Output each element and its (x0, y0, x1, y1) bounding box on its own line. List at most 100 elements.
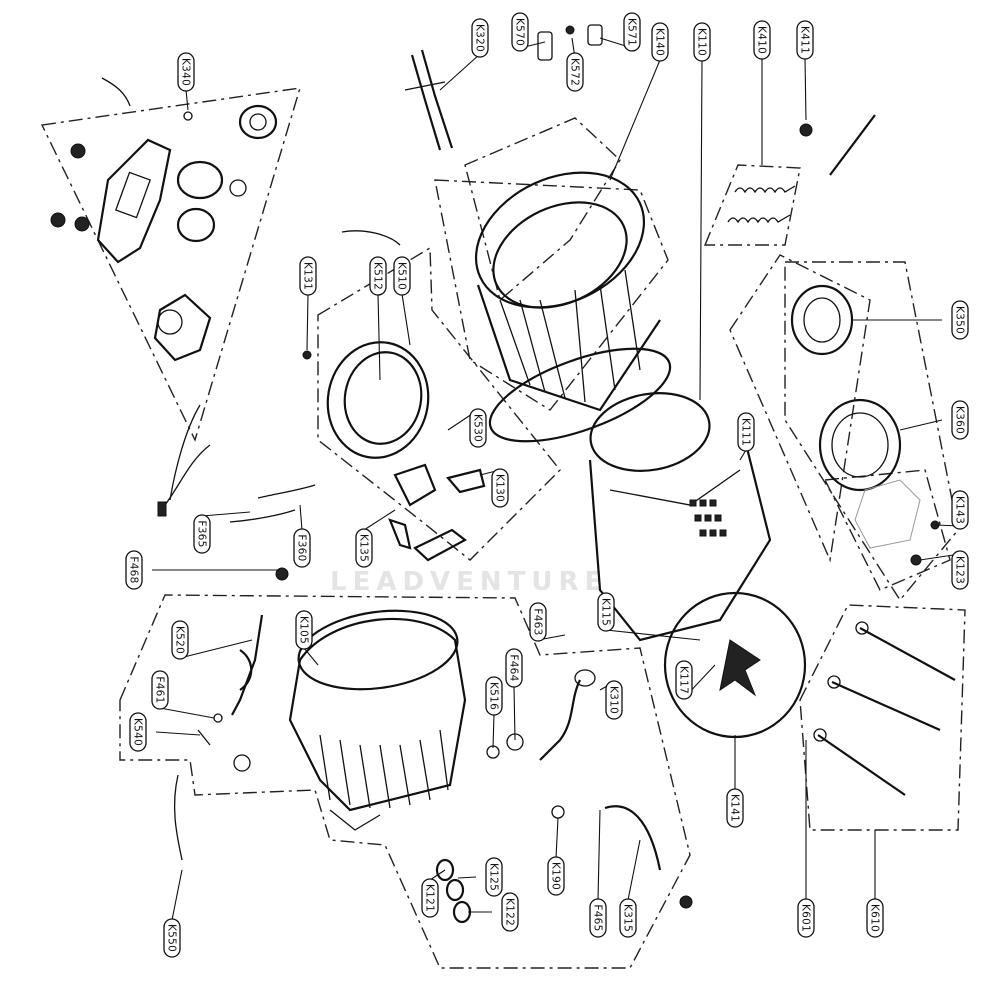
part-label: K141 (729, 794, 741, 822)
part-tag (797, 898, 815, 938)
leader-line (439, 53, 481, 91)
callout-k141: K141 (726, 735, 744, 828)
part-label: K350 (954, 306, 966, 334)
leader-line (597, 809, 601, 901)
leader-line (299, 504, 303, 531)
part-label: K550 (166, 924, 178, 952)
leader-line (306, 293, 309, 351)
leader-line (513, 685, 516, 741)
pump-assembly (50, 77, 278, 517)
part-label: K125 (488, 863, 500, 891)
callout-f365: F365 (193, 511, 251, 554)
part-label: K110 (696, 28, 708, 56)
callout-k122: K122 (468, 892, 519, 932)
part-tag (471, 18, 489, 58)
leader-line (185, 89, 189, 111)
callout-k125: K125 (457, 857, 503, 897)
part-tag (469, 408, 487, 448)
seal-rings (435, 858, 472, 924)
callout-k130: K130 (479, 468, 509, 508)
part-tag (737, 412, 755, 452)
part-label: K140 (654, 28, 666, 56)
callout-k530: K530 (447, 408, 487, 448)
part-tag (295, 610, 313, 650)
callout-k117: K117 (675, 660, 716, 700)
hoses-and-bellows (173, 567, 693, 909)
leader-line (377, 293, 381, 381)
part-label: K310 (608, 686, 620, 714)
part-label: K520 (174, 626, 186, 654)
leader-line (739, 449, 747, 461)
leader-line (201, 511, 251, 517)
callout-k110: K110 (693, 22, 711, 401)
part-tag (951, 400, 969, 440)
part-label: K530 (472, 414, 484, 442)
part-tag (299, 256, 317, 296)
shock-absorbers (813, 621, 956, 796)
part-tag (597, 592, 615, 632)
leader-line (159, 707, 215, 719)
callout-k115: K115 (597, 592, 701, 641)
leader-line (605, 629, 701, 641)
pulley-and-motor (790, 284, 940, 566)
part-label: K410 (756, 26, 768, 54)
leader-line (363, 509, 396, 531)
callout-k310: K310 (599, 680, 623, 720)
leader-line (627, 839, 641, 901)
callout-k516: K516 (485, 676, 503, 749)
part-label: K610 (869, 904, 881, 932)
callout-k520: K520 (171, 620, 253, 660)
part-label: K540 (132, 718, 144, 746)
part-tag (485, 676, 503, 716)
callout-k510: K510 (393, 256, 411, 346)
part-tag (605, 680, 623, 720)
part-label: K516 (488, 682, 500, 710)
part-label: F365 (196, 520, 208, 547)
callout-k350: K350 (852, 300, 969, 340)
tub-front (474, 171, 672, 443)
callout-k111: K111 (737, 412, 755, 461)
callout-k572: K572 (566, 37, 584, 92)
part-label: K512 (372, 262, 384, 290)
leader-line (555, 817, 559, 859)
callout-k601: K601 (797, 740, 815, 938)
part-tag (369, 256, 387, 296)
part-tag (951, 300, 969, 340)
part-label: F360 (296, 534, 308, 561)
part-tag (129, 712, 147, 752)
outer-tub (288, 609, 467, 831)
part-label: K320 (474, 24, 486, 52)
leader-line (179, 639, 253, 659)
springs (727, 185, 796, 224)
part-tag (511, 12, 529, 52)
callout-k411: K411 (796, 20, 814, 121)
part-tag (485, 857, 503, 897)
part-tag (866, 898, 884, 938)
part-label: K117 (678, 666, 690, 694)
part-label: K360 (954, 406, 966, 434)
part-tag (589, 898, 607, 938)
part-label: K130 (494, 474, 506, 502)
part-label: K131 (302, 262, 314, 290)
callout-f360: F360 (293, 504, 311, 568)
part-tag (951, 550, 969, 590)
part-tag (151, 670, 169, 710)
door-seal-assembly (229, 230, 486, 562)
part-label: K123 (954, 556, 966, 584)
part-tag (505, 648, 523, 688)
drum (588, 392, 772, 642)
callout-k540: K540 (129, 712, 201, 752)
leader-line (804, 57, 807, 121)
group-outlines (40, 87, 966, 969)
callout-k315: K315 (619, 839, 641, 938)
part-tag (675, 660, 693, 700)
part-label: K143 (954, 496, 966, 524)
part-label: K121 (424, 884, 436, 912)
part-tag (355, 528, 373, 568)
leader-line (171, 869, 183, 921)
callout-k410: K410 (753, 20, 771, 165)
part-tag (566, 52, 584, 92)
part-label: K111 (740, 418, 752, 446)
part-tag (293, 528, 311, 568)
